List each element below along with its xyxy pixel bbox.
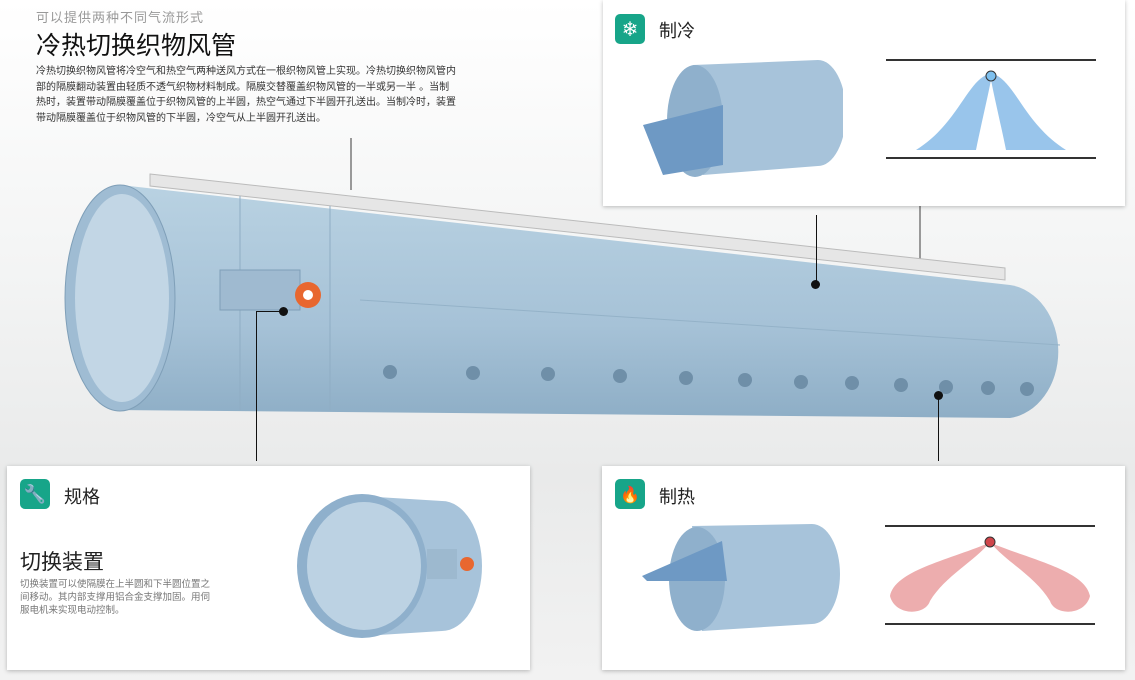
spec-title: 规格	[64, 487, 100, 508]
callout-dot	[811, 280, 820, 289]
callout-line	[938, 395, 939, 461]
callout-line	[256, 311, 257, 461]
subtitle: 可以提供两种不同气流形式	[36, 11, 205, 26]
wrench-icon: 🔧	[20, 479, 50, 509]
cooling-card: ❄ 制冷	[603, 0, 1125, 206]
spec-text: 切换装置可以使隔膜在上半圆和下半圆位置之间移动。其内部支撑用铝合金支撑加固。用伺…	[20, 579, 211, 616]
flame-icon: 🔥	[615, 479, 645, 509]
page-title: 冷热切换织物风管	[36, 31, 237, 60]
description: 冷热切换织物风管将冷空气和热空气两种送风方式在一根织物风管上实现。冷热切换织物风…	[36, 66, 456, 124]
callout-line	[816, 215, 817, 285]
spec-heading: 切换装置	[20, 550, 104, 574]
cooling-airflow-diagram	[886, 59, 1096, 159]
heating-title: 制热	[659, 487, 695, 508]
switch-device-image	[297, 494, 482, 638]
snowflake-icon: ❄	[615, 14, 645, 44]
spec-card: 🔧 规格 切换装置 切换装置可以使隔膜在上半圆和下半圆位置之间移动。其内部支撑用…	[7, 466, 530, 670]
cooling-duct-image	[643, 60, 843, 177]
callout-dot	[279, 307, 288, 316]
heating-duct-image	[642, 524, 840, 631]
heating-airflow-diagram	[885, 525, 1095, 625]
heating-card: 🔥 制热	[602, 466, 1125, 670]
callout-dot	[934, 391, 943, 400]
callout-line	[256, 311, 284, 312]
cooling-title: 制冷	[659, 21, 695, 42]
